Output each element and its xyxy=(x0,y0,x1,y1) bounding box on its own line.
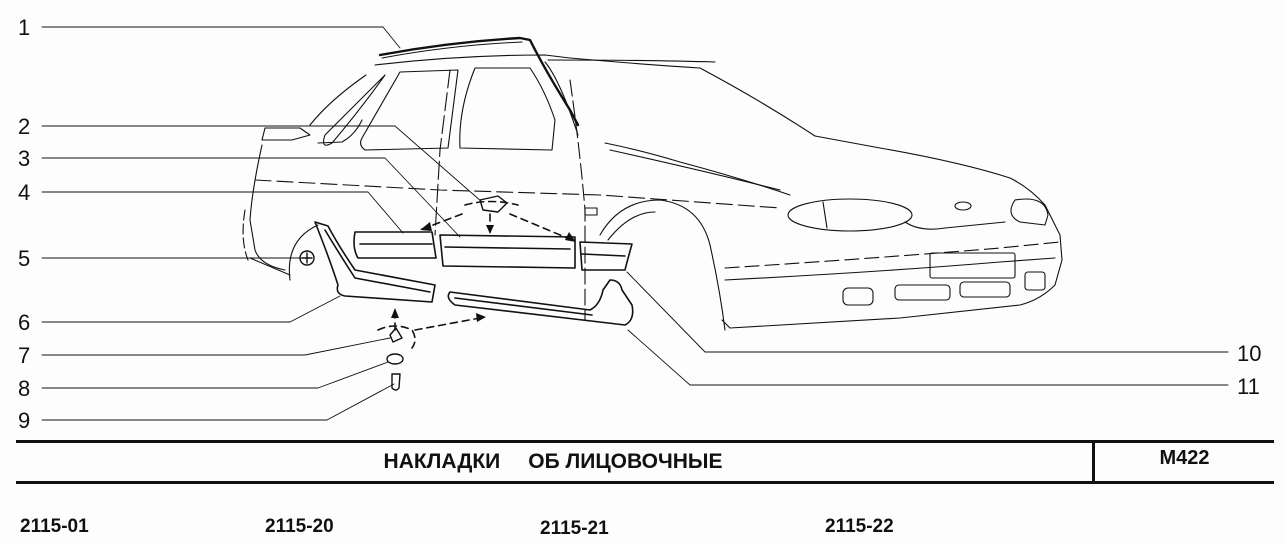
model-label: 2115-21 xyxy=(540,518,609,539)
sill-molding-parts xyxy=(314,221,634,326)
page-title: НАКЛАДКИ ОБ ЛИЦОВОЧНЫЕ xyxy=(16,443,1090,481)
car-body-outline xyxy=(242,54,1063,331)
callout-6: 6 xyxy=(18,310,31,335)
model-label: 2115-22 xyxy=(825,516,894,537)
front-sill-molding-part xyxy=(447,279,634,326)
callout-8: 8 xyxy=(18,376,31,401)
catalog-code: М422 xyxy=(1159,446,1210,469)
callout-4: 4 xyxy=(18,180,31,205)
fender-molding-part xyxy=(579,241,633,271)
title-divider xyxy=(1092,443,1095,481)
callout-10: 10 xyxy=(1237,341,1262,366)
fastener-parts xyxy=(299,195,508,391)
model-label: 2115-20 xyxy=(265,516,334,537)
roof-molding-part xyxy=(378,36,580,127)
title-word-1: НАКЛАДКИ xyxy=(383,450,501,473)
washer-part-8 xyxy=(386,353,404,365)
screw-part-9 xyxy=(391,373,401,391)
front-door-molding-part xyxy=(439,234,576,269)
callout-2: 2 xyxy=(18,114,31,139)
assembly-arrows xyxy=(377,200,573,349)
rear-sill-molding-part xyxy=(314,221,436,303)
title-word-2: ОБ ЛИЦОВОЧНЫЕ xyxy=(528,450,723,473)
callout-11: 11 xyxy=(1237,374,1260,399)
leader-lines xyxy=(41,26,1229,421)
title-block: НАКЛАДКИ ОБ ЛИЦОВОЧНЫЕ М422 xyxy=(16,440,1274,484)
callout-5: 5 xyxy=(18,246,31,271)
callout-1: 1 xyxy=(18,15,31,40)
nut-part-7 xyxy=(389,327,403,343)
callout-7: 7 xyxy=(18,343,31,368)
clip-part-2 xyxy=(479,195,508,213)
model-label: 2115-01 xyxy=(20,516,89,537)
callout-9: 9 xyxy=(18,408,31,433)
callout-3: 3 xyxy=(18,146,31,171)
door-molding-parts xyxy=(353,231,633,271)
rear-door-molding-part xyxy=(353,231,437,259)
